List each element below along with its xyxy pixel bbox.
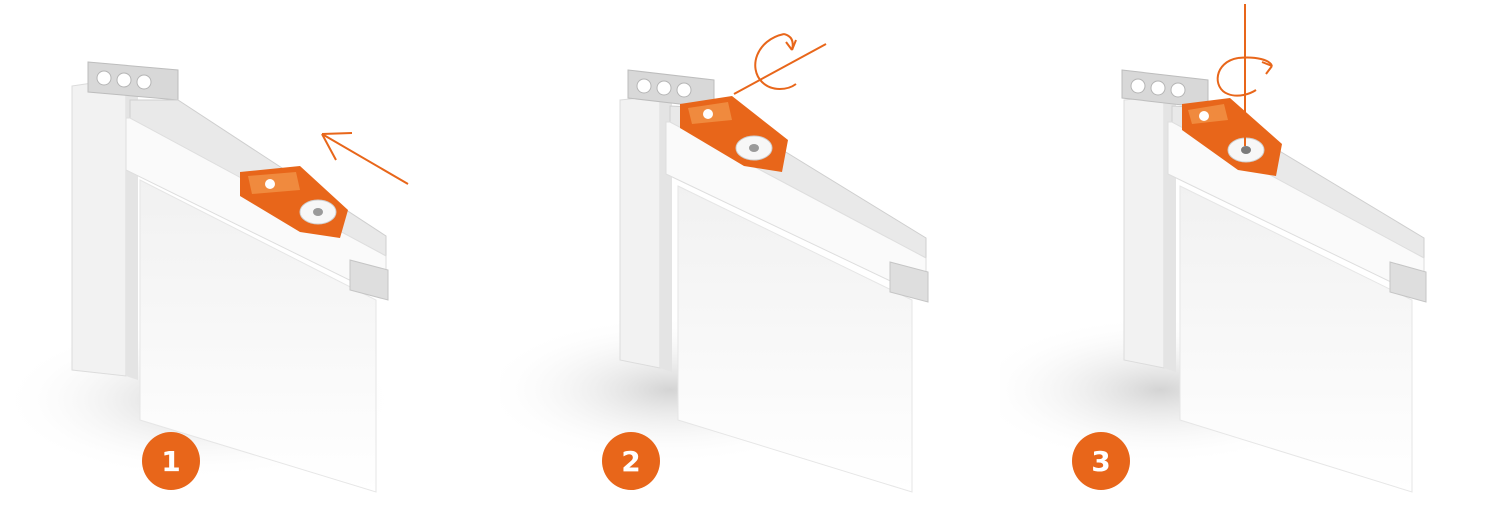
step-panel-2: 2 [500,0,990,528]
step-number-badge: 1 [142,432,200,490]
frame-post [1124,96,1164,368]
rotate-arrow-icon [734,34,826,94]
step-number-badge: 3 [1072,432,1130,490]
frame-post [620,96,660,368]
step-2-illustration [500,0,990,528]
step-panel-1: 1 [0,0,490,528]
step-number-badge: 2 [602,432,660,490]
step-1-illustration [0,0,490,528]
step-panel-3: 3 [1000,0,1490,528]
slide-arrow-icon [322,133,408,184]
frame-post [72,78,126,376]
